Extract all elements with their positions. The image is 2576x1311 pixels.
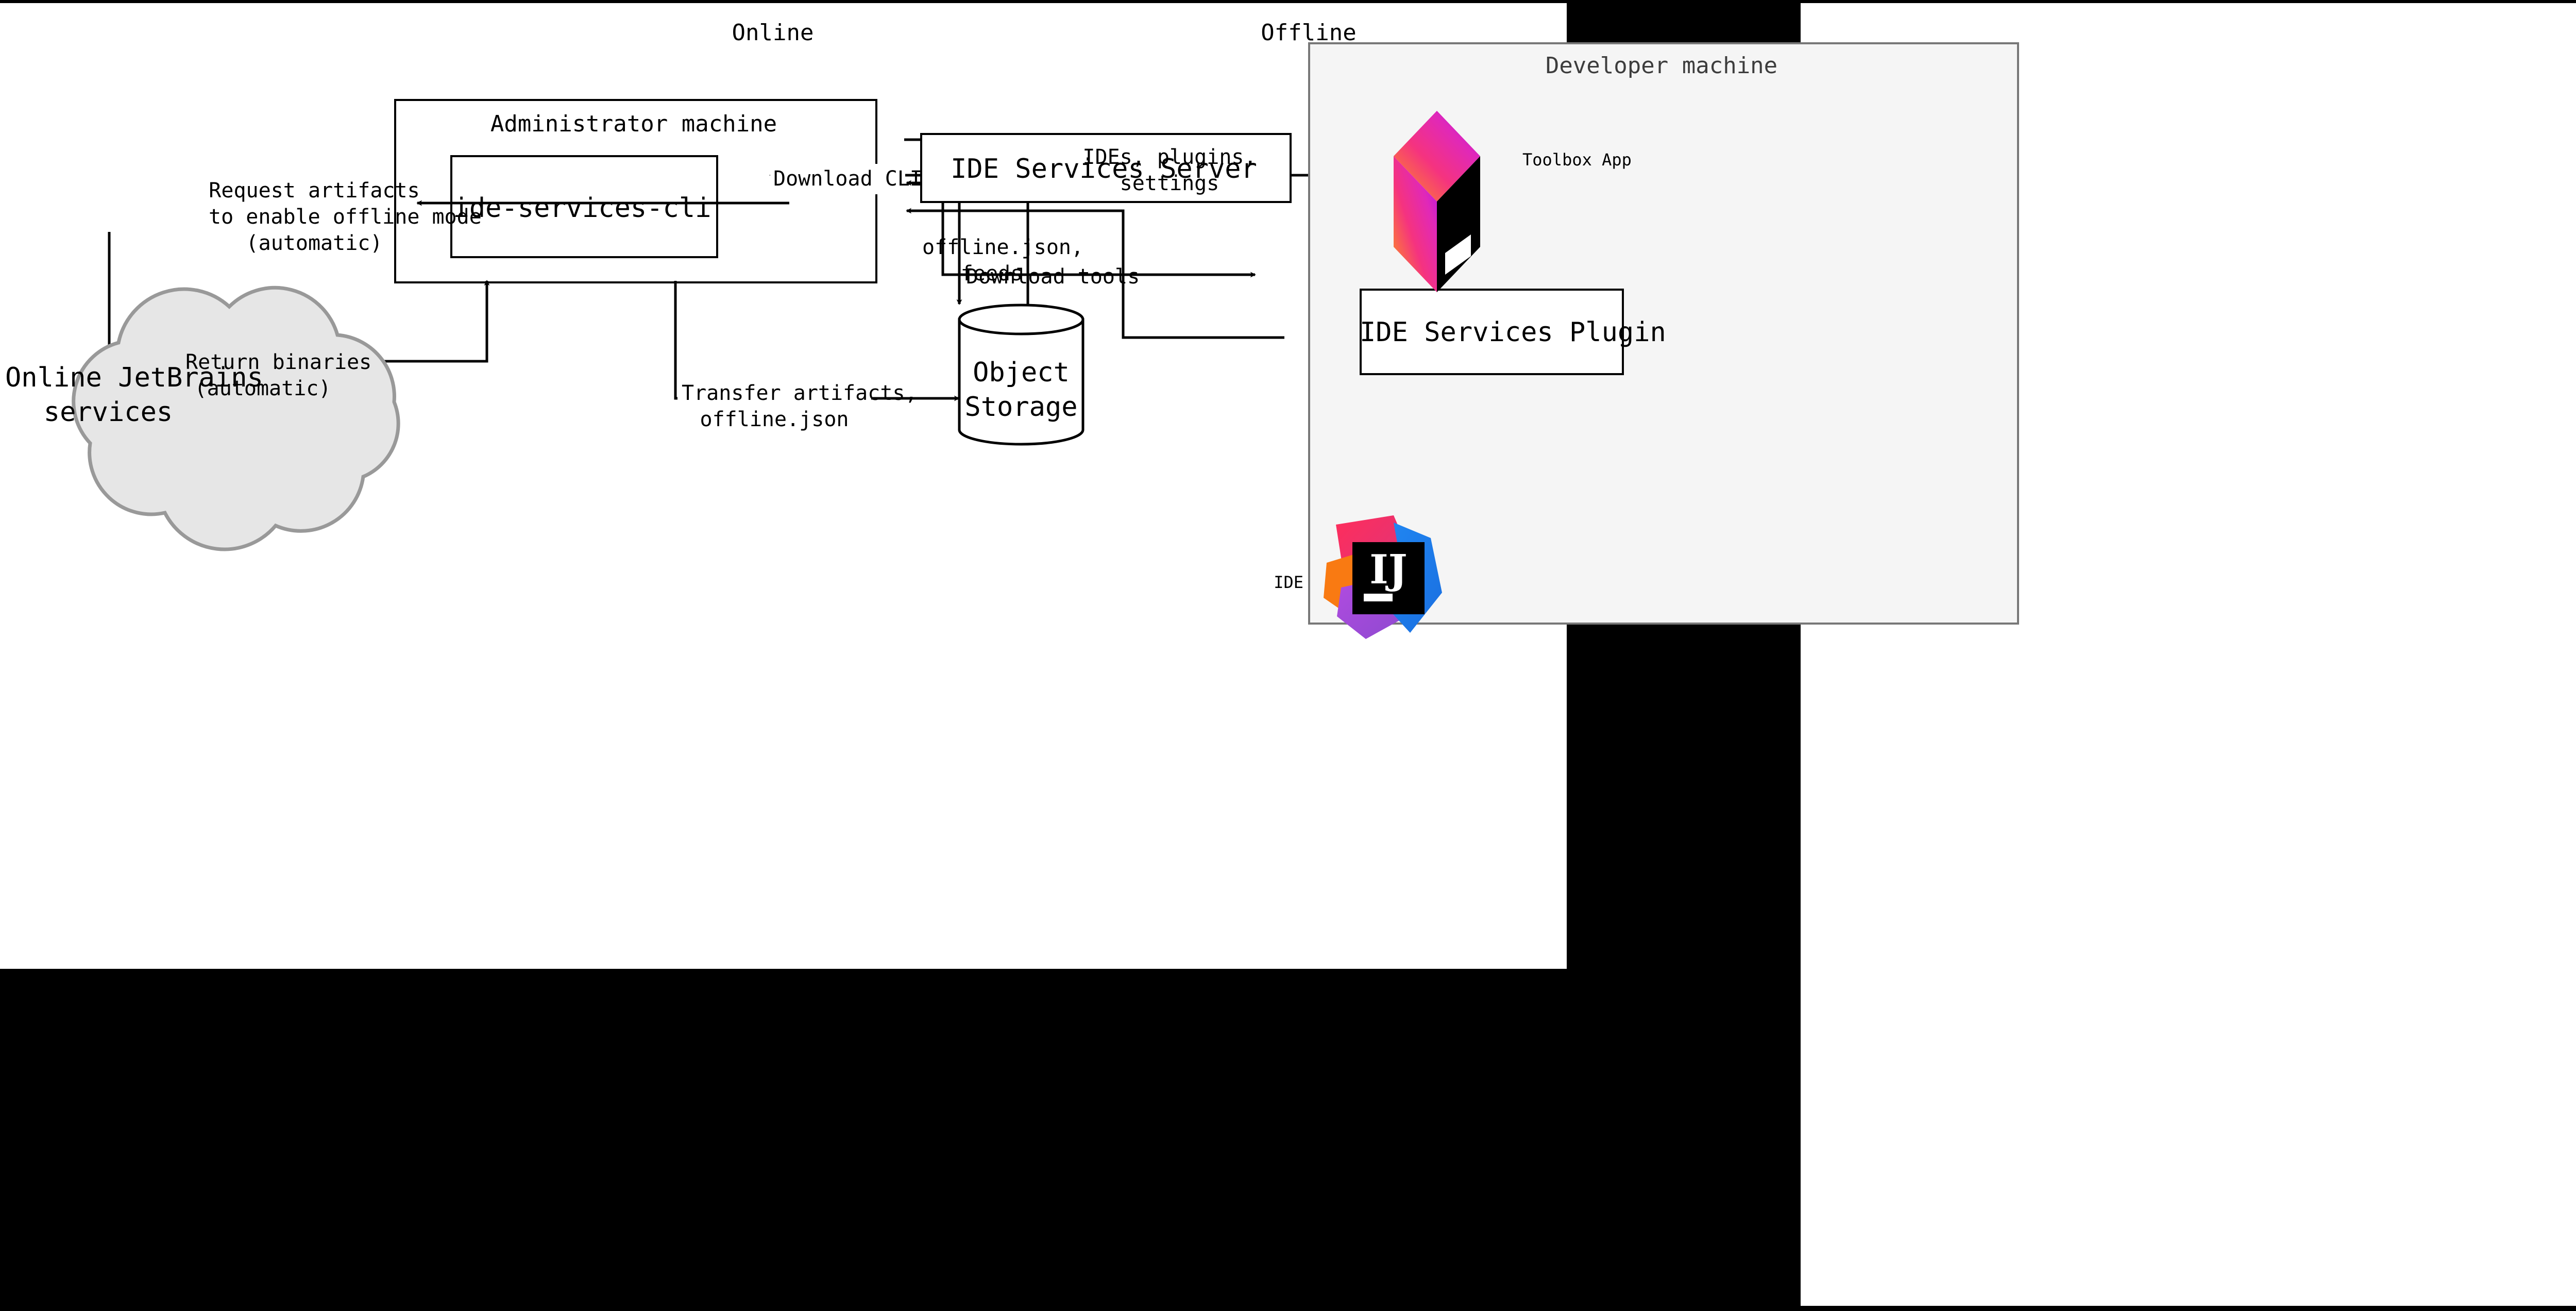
ide-label: IDE bbox=[1274, 573, 1303, 592]
edge-label-download-cli: Download CLI bbox=[770, 164, 922, 195]
toolbox-app-label: Toolbox App bbox=[1522, 150, 1632, 170]
ide-services-plugin-box[interactable] bbox=[1360, 289, 1624, 375]
svg-text:IJ: IJ bbox=[1369, 546, 1407, 593]
edge-label-ides-plugins-settings: IDEs, plugins, settings bbox=[1082, 145, 1257, 196]
edge-label-offline-feeds: offline.json, feeds bbox=[922, 236, 1084, 286]
ide-services-cli-label: ide-services-cli bbox=[453, 193, 711, 224]
administrator-machine-label: Administrator machine bbox=[490, 111, 777, 137]
ide-services-server-box[interactable] bbox=[920, 133, 1292, 203]
edge-download-tools bbox=[941, 198, 1256, 278]
online-jetbrains-cloud bbox=[72, 285, 400, 551]
developer-machine-label: Developer machine bbox=[1545, 53, 1778, 79]
edge-label-download-tools: Download tools bbox=[966, 265, 1140, 289]
ide-services-cli-box[interactable] bbox=[450, 155, 718, 258]
section-title-online: Online bbox=[732, 20, 814, 46]
edge-plugin-to-server bbox=[906, 208, 1284, 339]
section-title-offline: Offline bbox=[1261, 20, 1357, 46]
object-storage-label: Object Storage bbox=[964, 357, 1078, 423]
ide-services-server-label: IDE Services Server bbox=[951, 154, 1257, 184]
